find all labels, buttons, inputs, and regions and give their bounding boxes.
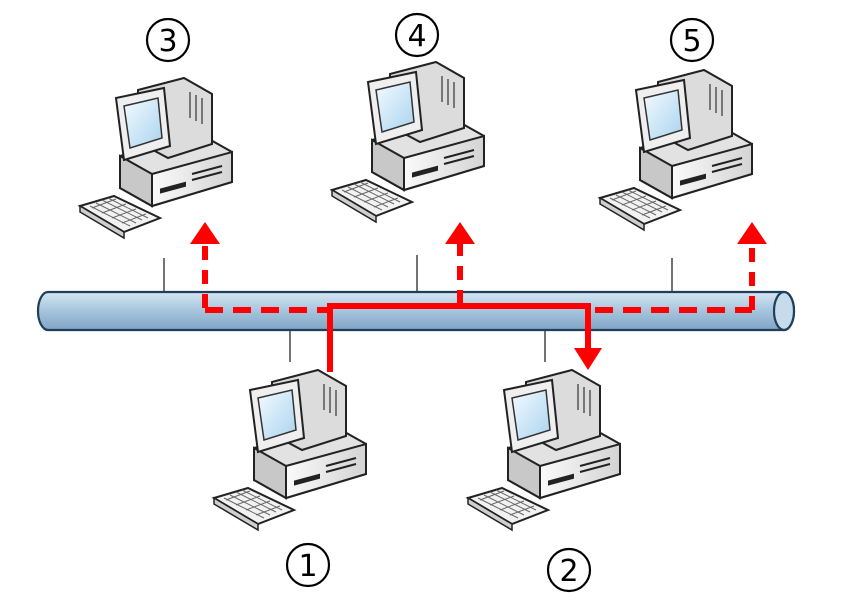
svg-text:2: 2 <box>559 554 578 589</box>
arrowhead-up-5 <box>737 222 767 244</box>
svg-text:5: 5 <box>682 24 701 59</box>
svg-text:3: 3 <box>158 24 177 59</box>
node-label-3: 3 <box>145 17 191 63</box>
arrowhead-up-4 <box>445 222 475 244</box>
node-label-1: 1 <box>285 542 331 588</box>
computer-3-icon <box>79 77 233 239</box>
computer-5-icon <box>599 69 753 231</box>
signal-1-to-2 <box>327 303 591 372</box>
broadcast-signal <box>202 244 755 313</box>
node-label-4: 4 <box>394 12 440 58</box>
node-label-5: 5 <box>669 17 715 63</box>
bus-cable <box>36 290 796 332</box>
arrowhead-down-2 <box>574 348 602 370</box>
svg-text:1: 1 <box>298 549 317 584</box>
computer-4-icon <box>331 61 485 223</box>
computer-2-icon <box>467 369 621 531</box>
delivered-signal <box>327 303 591 372</box>
node-label-2: 2 <box>546 547 592 593</box>
computer-1-icon <box>213 369 367 531</box>
svg-text:4: 4 <box>407 19 426 54</box>
arrowhead-up-3 <box>190 222 220 244</box>
